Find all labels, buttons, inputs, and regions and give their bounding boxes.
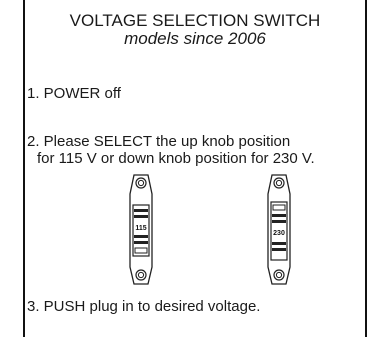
sheet-subtitle: models since 2006 [124, 29, 266, 48]
knob-ridge [272, 220, 286, 223]
switch-label-230: 230 [273, 230, 285, 237]
step-power-off: 1. POWER off [27, 85, 121, 102]
knob-ridge [272, 248, 286, 251]
knob-ridge [272, 242, 286, 245]
voltage-switch-230-illustration: 230 [267, 174, 291, 285]
voltage-switch-115-illustration: 115 [129, 174, 153, 285]
right-border-line [365, 0, 367, 337]
knob-ridge [272, 214, 286, 217]
step-select-line-1: 2. Please SELECT the up knob position [27, 133, 291, 150]
sheet-title: VOLTAGE SELECTION SWITCH [69, 11, 321, 30]
knob-ridge [134, 215, 148, 218]
switch-label-115: 115 [135, 225, 146, 232]
knob-ridge [134, 241, 148, 244]
knob-ridge [134, 235, 148, 238]
step-push-plug: 3. PUSH plug in to desired voltage. [27, 298, 261, 315]
step-select-line-2: for 115 V or down knob position for 230 … [37, 150, 315, 167]
left-border-line [23, 0, 25, 337]
knob-ridge [134, 209, 148, 212]
